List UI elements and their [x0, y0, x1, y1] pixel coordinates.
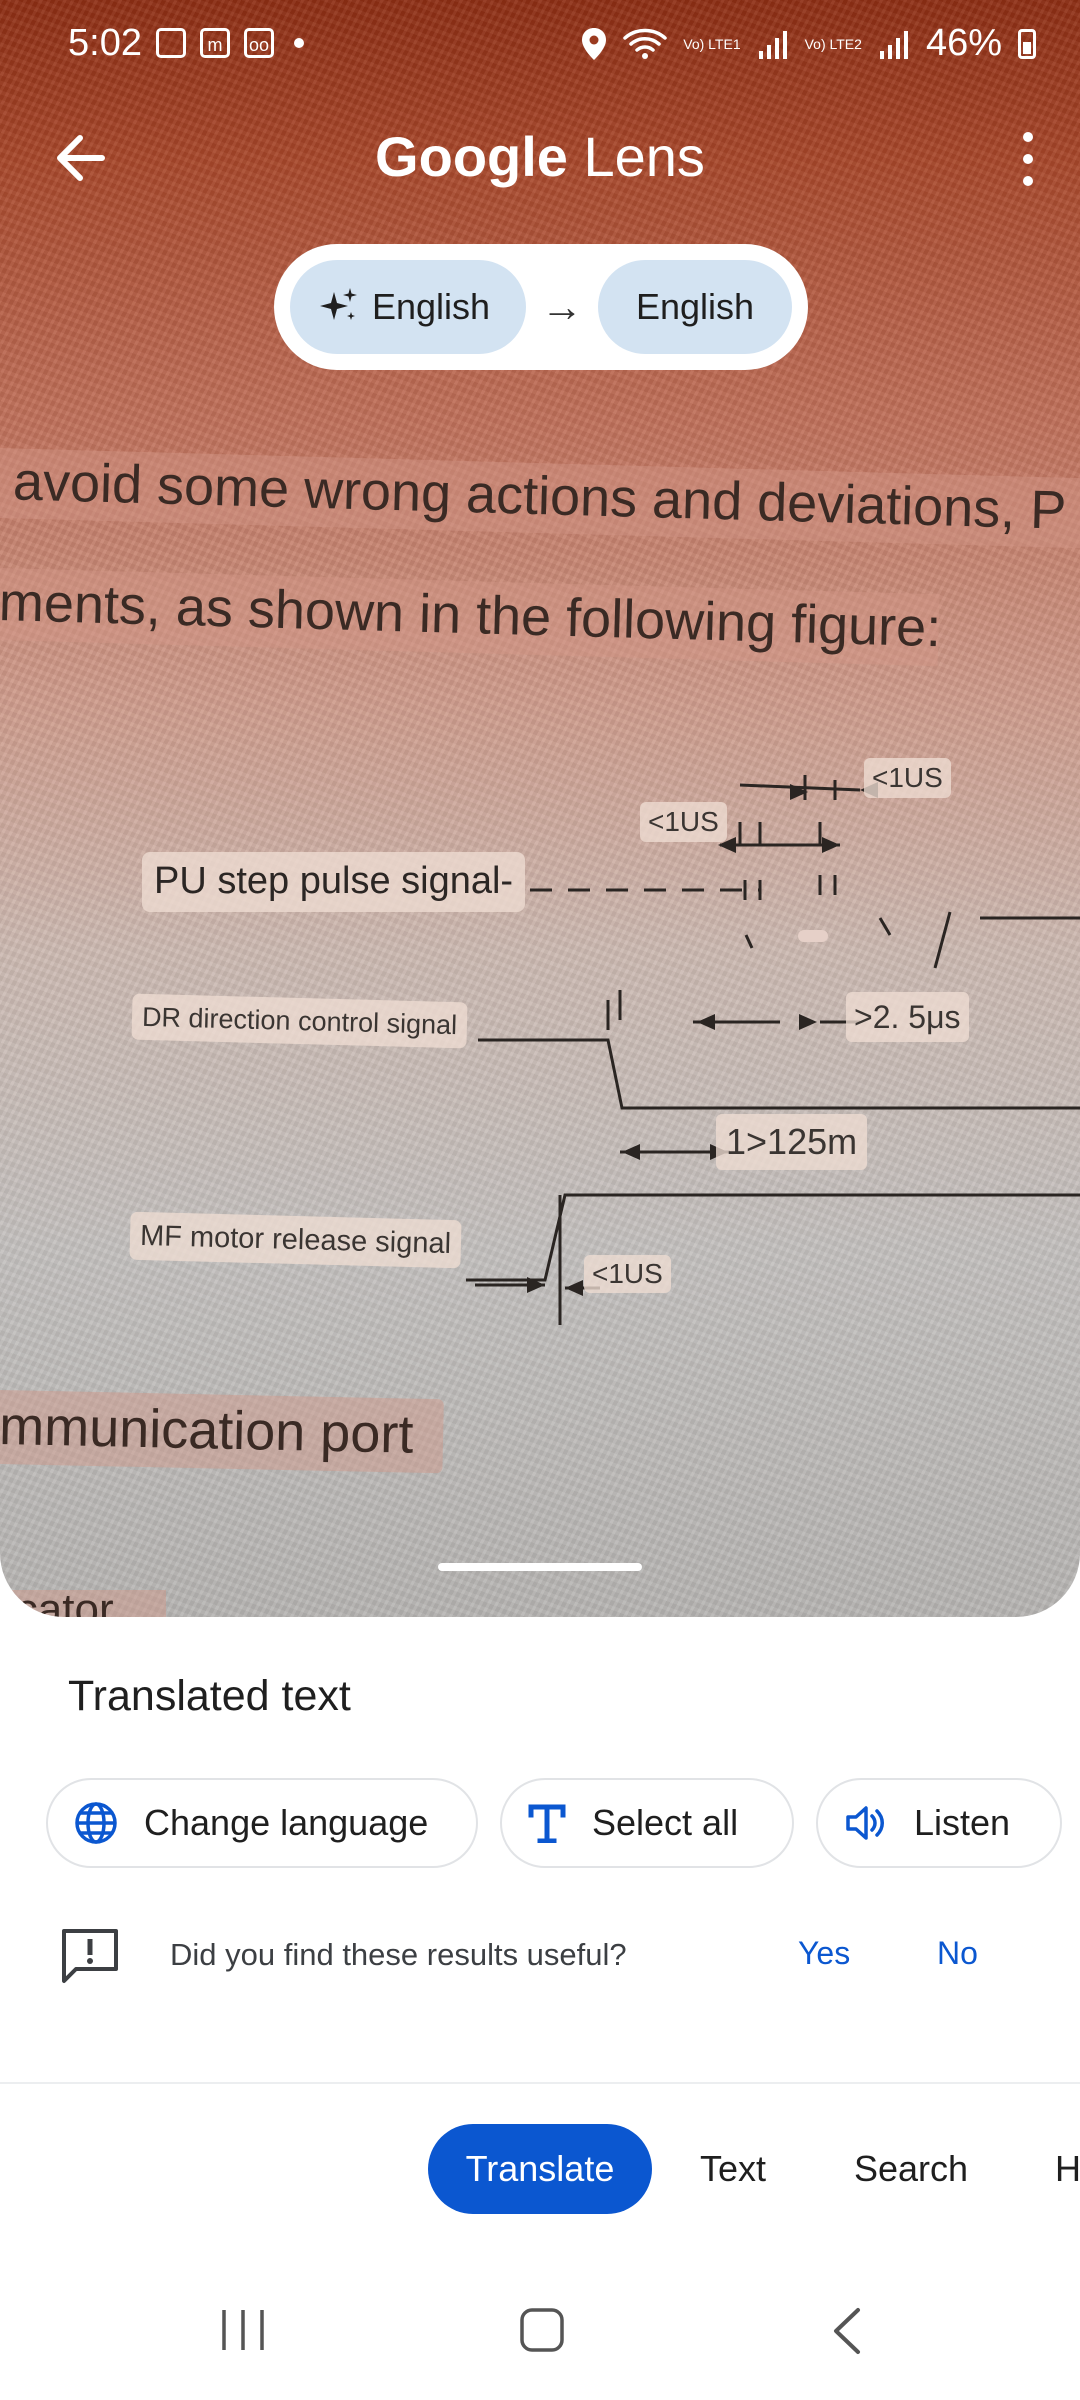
voicemail-icon: oo: [244, 28, 274, 58]
diagram-lines: [466, 775, 1080, 1325]
status-right: Vo) LTE1 Vo) LTE2 46%: [581, 22, 1036, 65]
change-language-button[interactable]: Change language: [46, 1778, 478, 1868]
overlay-partial-bottom[interactable]: icator: [0, 1590, 166, 1617]
language-selector: English → English: [274, 244, 808, 370]
source-language-chip[interactable]: English: [290, 260, 526, 354]
more-options-button[interactable]: [1018, 132, 1038, 186]
system-navigation-bar: [0, 2262, 1080, 2400]
feedback-yes-button[interactable]: Yes: [798, 1935, 851, 1971]
feedback-icon: [62, 1929, 118, 1983]
status-bar: 5:02 m oo Vo) LTE1 Vo) LTE2 46%: [0, 0, 1080, 92]
app-bar: Google Lens: [0, 110, 1080, 206]
overlay-comm-port[interactable]: mmunication port: [0, 1390, 444, 1474]
feedback-no-button[interactable]: No: [937, 1935, 978, 1971]
mode-tabs: Translate Text Search H: [0, 2082, 1080, 2262]
sparkle-icon: [320, 288, 357, 320]
source-language-label: English: [372, 286, 491, 327]
overlay-pu-label[interactable]: PU step pulse signal-: [142, 852, 526, 912]
overlay-dr-label[interactable]: DR direction control signal: [131, 993, 468, 1049]
overlay-mf-label[interactable]: MF motor release signal: [129, 1211, 462, 1269]
globe-icon: [75, 1802, 117, 1844]
sheet-drag-handle[interactable]: [438, 1563, 642, 1571]
select-all-label: Select all: [592, 1802, 739, 1843]
overlay-t125[interactable]: 1>125m: [716, 1114, 868, 1170]
tab-homework[interactable]: H: [1055, 2148, 1080, 2189]
recents-icon[interactable]: [218, 2306, 268, 2354]
camera-viewer[interactable]: 5:02 m oo Vo) LTE1 Vo) LTE2 46% Google L…: [0, 0, 1080, 1617]
feedback-question: Did you find these results useful?: [170, 1937, 627, 1972]
change-language-label: Change language: [144, 1802, 429, 1843]
listen-button[interactable]: Listen: [816, 1778, 1062, 1868]
home-icon[interactable]: [518, 2306, 566, 2354]
notification-icons: m oo: [156, 28, 304, 58]
messenger-icon: m: [200, 28, 230, 58]
overlay-us-top[interactable]: <1US: [864, 758, 951, 798]
overlay-us-bottom[interactable]: <1US: [584, 1255, 671, 1293]
battery-icon: [1018, 28, 1036, 59]
sim2-label: Vo) LTE2: [804, 35, 862, 52]
swap-arrow-icon: →: [541, 283, 583, 330]
title-brand: Google: [375, 125, 568, 188]
tab-text[interactable]: Text: [700, 2148, 767, 2189]
target-language-chip[interactable]: English: [598, 260, 792, 354]
title-product: Lens: [583, 125, 705, 188]
tab-search[interactable]: Search: [854, 2148, 969, 2189]
listen-label: Listen: [914, 1802, 1011, 1843]
app-title: Google Lens: [0, 124, 1080, 189]
text-format-icon: [528, 1804, 566, 1843]
arrow-back-icon: [57, 135, 105, 181]
overlay-us-mid[interactable]: <1US: [640, 802, 727, 842]
battery-percent: 46%: [925, 22, 1002, 64]
status-time: 5:02: [68, 22, 142, 64]
sheet-heading: Translated text: [68, 1672, 351, 1720]
wifi-icon: [623, 28, 668, 59]
volume-icon: [846, 1806, 884, 1840]
signal-2-icon: [879, 30, 908, 59]
signal-1-icon: [758, 30, 787, 59]
notification-dot-icon: [294, 38, 304, 48]
back-nav-icon[interactable]: [828, 2306, 868, 2356]
gallery-icon: [156, 28, 186, 58]
tab-translate[interactable]: Translate: [428, 2124, 652, 2214]
overlay-us-2-5[interactable]: >2. 5μs: [846, 992, 969, 1042]
feedback-row: Did you find these results useful? Yes N…: [60, 1915, 1020, 1995]
target-language-label: English: [635, 286, 755, 327]
select-all-button[interactable]: Select all: [500, 1778, 794, 1868]
more-vert-icon: [1023, 132, 1033, 142]
location-icon: [582, 27, 607, 60]
sim1-label: Vo) LTE1: [683, 35, 741, 52]
back-button[interactable]: [52, 130, 108, 186]
